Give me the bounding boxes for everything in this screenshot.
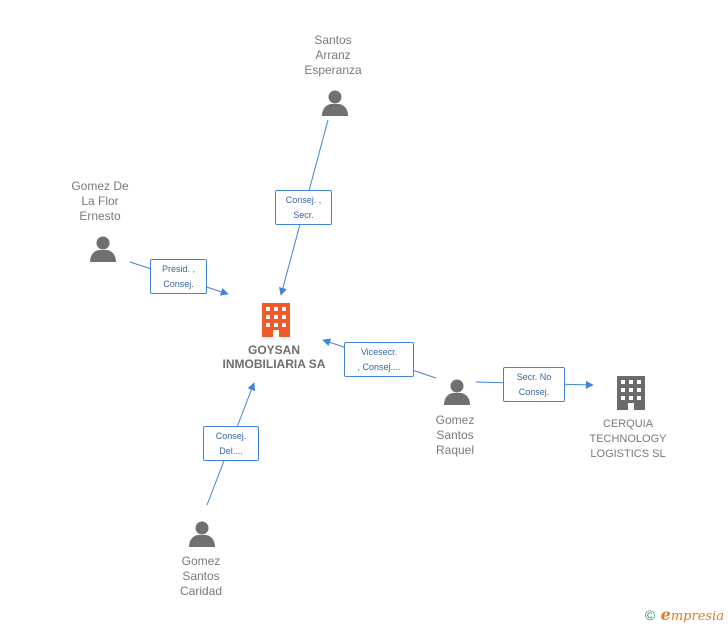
brand-initial: e (660, 605, 671, 624)
brand-name: mpresia (670, 609, 724, 624)
copyright-icon: © (644, 607, 656, 623)
relation-label-santos[interactable]: Consej. , Secr. (275, 190, 332, 225)
goysan-building-icon[interactable] (262, 303, 290, 337)
relation-label-raquel[interactable]: Vicesecr. , Consej.... (344, 342, 414, 377)
relation-label-gomezdelaflor[interactable]: Presid. , Consej. (150, 259, 207, 294)
person-name-gomezdelaflor[interactable]: Gomez De La Flor Ernesto (71, 179, 129, 223)
person-icon-raquel[interactable] (444, 379, 470, 406)
relation-label-cerquia[interactable]: Secr. No Consej. (503, 367, 565, 402)
person-name-caridad[interactable]: Gomez Santos Caridad (179, 554, 223, 598)
company-name-cerquia[interactable]: CERQUIA TECHNOLOGY LOGISTICS SL (589, 418, 667, 460)
relation-label-caridad[interactable]: Consej. Del.... (203, 426, 259, 461)
person-name-santos[interactable]: Santos Arranz Esperanza (304, 33, 362, 77)
person-icon-caridad[interactable] (189, 521, 215, 548)
empresia-watermark[interactable]: © empresia (645, 605, 724, 624)
main-company-name[interactable]: GOYSAN INMOBILIARIA SA (222, 343, 326, 371)
person-name-raquel[interactable]: Gomez Santos Raquel (435, 413, 475, 457)
person-icon-gomezdelaflor[interactable] (90, 236, 116, 263)
person-icon-santos[interactable] (322, 90, 348, 117)
cerquia-building-icon[interactable] (617, 376, 645, 410)
